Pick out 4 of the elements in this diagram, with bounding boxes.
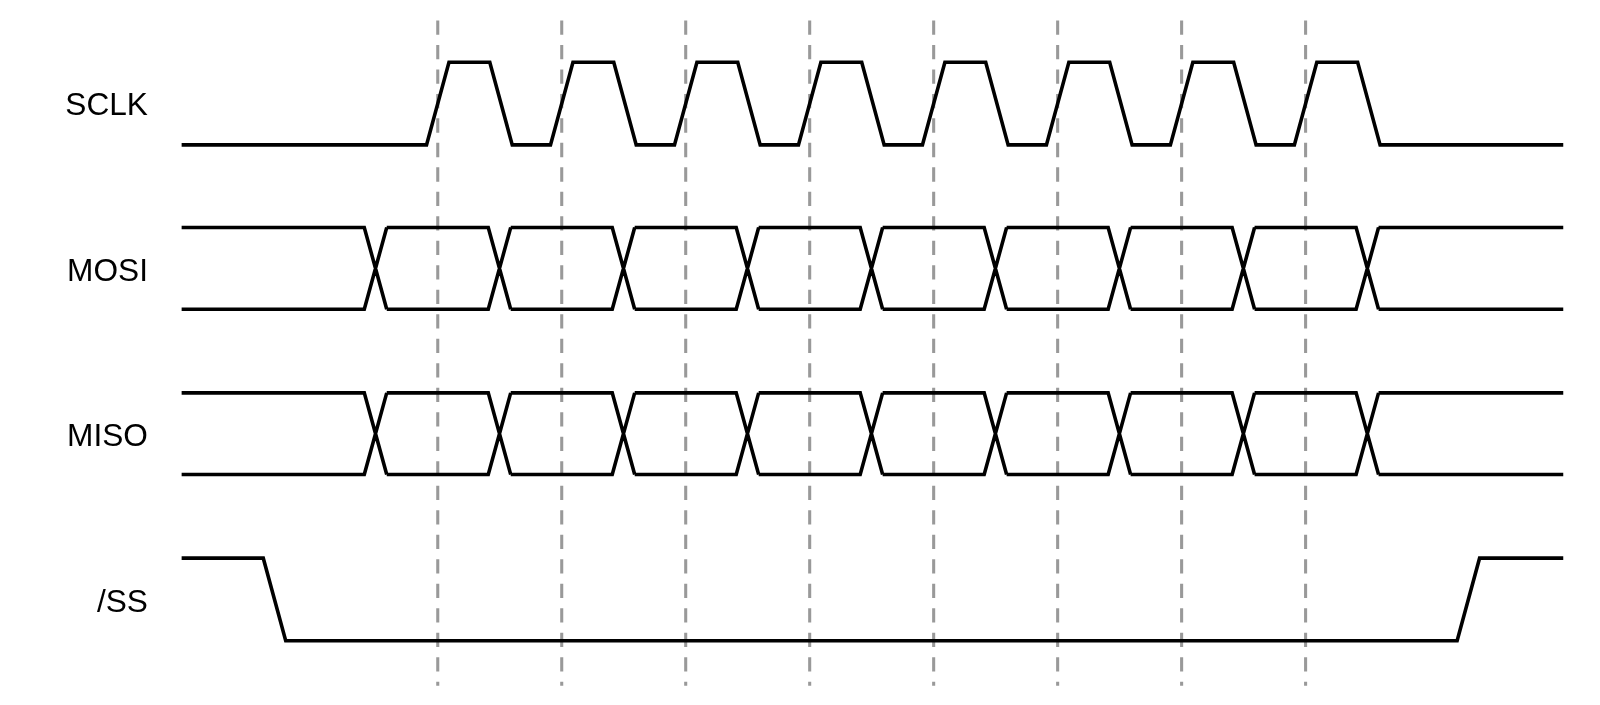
signal-label: SCLK xyxy=(65,86,148,124)
signal-label: MOSI xyxy=(67,252,148,289)
signal-label: /SS xyxy=(96,583,148,621)
signal-label: MISO xyxy=(67,417,148,455)
